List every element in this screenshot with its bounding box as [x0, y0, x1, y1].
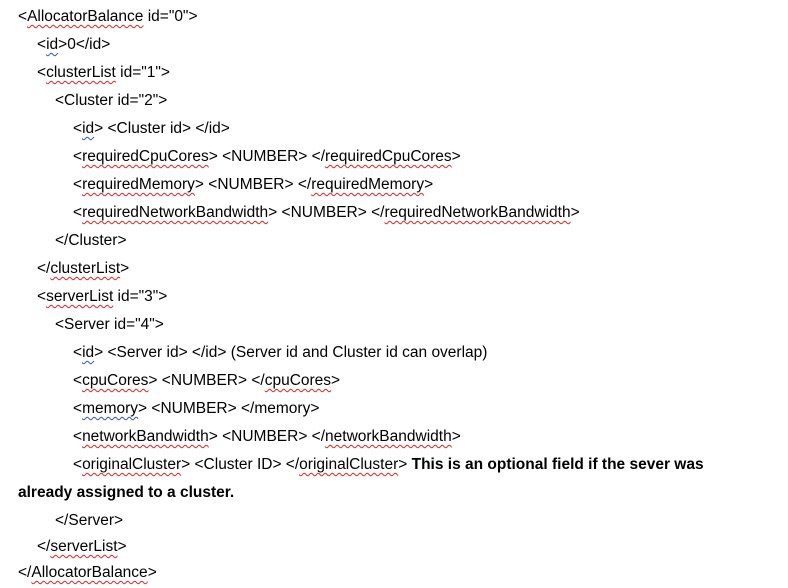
- xml-line-serverlist-close: </serverList>: [0, 536, 127, 558]
- text-span: > <NUMBER> </: [148, 372, 265, 389]
- text-span: <: [37, 36, 47, 53]
- text-span: <: [73, 372, 83, 389]
- text-span: >: [451, 428, 461, 445]
- xml-line-note-continuation: already assigned to a cluster.: [0, 482, 234, 504]
- text-span: > <NUMBER> </: [208, 428, 326, 445]
- text-span: id="3">: [113, 288, 168, 305]
- spellcheck-word: originalCluster: [82, 456, 182, 473]
- text-span: > <NUMBER> </: [194, 176, 312, 193]
- text-span: >0</id>: [58, 36, 111, 53]
- text-span: <: [73, 148, 83, 165]
- spellcheck-word: requiredCpuCores: [325, 148, 452, 165]
- xml-line-memory: <memory> <NUMBER> </memory>: [0, 398, 319, 420]
- spellcheck-word: cpuCores: [264, 372, 332, 389]
- xml-line-cluster-open: <Cluster id="2">: [0, 90, 167, 112]
- text-span: <: [73, 344, 83, 361]
- spellcheck-word: cpuCores: [82, 372, 149, 389]
- spellcheck-word: networkBandwidth: [325, 428, 452, 445]
- text-span: >: [331, 372, 341, 389]
- text-span: <: [73, 204, 83, 221]
- xml-line-serverlist-open: <serverList id="3">: [0, 286, 167, 308]
- spellcheck-word: clusterList: [50, 260, 121, 277]
- text-span: >: [570, 204, 580, 221]
- text-span: id="0">: [143, 8, 198, 25]
- spellcheck-word: AllocatorBalance: [27, 8, 144, 25]
- text-span: <: [73, 176, 83, 193]
- text-span: <: [37, 288, 47, 305]
- spellcheck-word: clusterList: [46, 64, 116, 81]
- text-span: >: [424, 176, 434, 193]
- spellcheck-word: requiredNetworkBandwidth: [384, 204, 571, 221]
- xml-line-server-close: </Server>: [0, 510, 123, 532]
- text-span: <Server id="4">: [55, 316, 164, 333]
- text-span: > <NUMBER> </memory>: [138, 400, 320, 417]
- text-span: <: [18, 8, 28, 25]
- grammarcheck-word: id: [46, 36, 59, 53]
- text-span: <: [73, 400, 83, 417]
- grammarcheck-word: memory: [82, 400, 139, 417]
- text-span: <: [73, 120, 83, 137]
- grammarcheck-word: id: [82, 120, 95, 137]
- spellcheck-word: requiredCpuCores: [82, 148, 209, 165]
- text-span: > <NUMBER> </: [208, 148, 326, 165]
- text-span: <: [37, 64, 47, 81]
- xml-line-clusterlist-close: </clusterList>: [0, 258, 129, 280]
- text-span: >: [147, 564, 157, 581]
- spellcheck-word: serverList: [46, 288, 114, 305]
- text-span: </: [37, 260, 51, 277]
- text-span: >: [451, 148, 461, 165]
- spellcheck-word: serverList: [50, 538, 118, 555]
- text-span: > <Cluster ID> </: [181, 456, 300, 473]
- optional-field-note-continued: already assigned to a cluster.: [18, 484, 235, 501]
- text-span: </: [18, 564, 32, 581]
- text-span: </Cluster>: [55, 232, 127, 249]
- xml-line-id: <id>0</id>: [0, 34, 110, 56]
- spellcheck-word: requiredMemory: [82, 176, 195, 193]
- text-span: </Server>: [55, 512, 124, 529]
- xml-line-server-id: <id> <Server id> </id> (Server id and Cl…: [0, 342, 487, 364]
- xml-line-cluster-id: <id> <Cluster id> </id>: [0, 118, 230, 140]
- spellcheck-word: networkBandwidth: [82, 428, 209, 445]
- xml-line-required-network-bandwidth: <requiredNetworkBandwidth> <NUMBER> </re…: [0, 202, 580, 224]
- xml-line-cpu-cores: <cpuCores> <NUMBER> </cpuCores>: [0, 370, 340, 392]
- xml-line-clusterlist-open: <clusterList id="1">: [0, 62, 170, 84]
- xml-line-cluster-close: </Cluster>: [0, 230, 127, 252]
- text-span: id="1">: [115, 64, 170, 81]
- spellcheck-word: AllocatorBalance: [31, 564, 148, 581]
- xml-line-network-bandwidth: <networkBandwidth> <NUMBER> </networkBan…: [0, 426, 461, 448]
- text-span: >: [398, 456, 412, 473]
- text-span: >: [120, 260, 130, 277]
- spellcheck-word: requiredMemory: [311, 176, 425, 193]
- xml-line-original-cluster: <originalCluster> <Cluster ID> </origina…: [0, 454, 704, 476]
- grammarcheck-word: id: [82, 344, 95, 361]
- text-span: > <Server id> </id> (Server id and Clust…: [94, 344, 488, 361]
- text-span: > <Cluster id> </id>: [94, 120, 230, 137]
- xml-line-required-cpu-cores: <requiredCpuCores> <NUMBER> </requiredCp…: [0, 146, 461, 168]
- spellcheck-word: originalCluster: [299, 456, 399, 473]
- xml-line-server-open: <Server id="4">: [0, 314, 164, 336]
- text-span: </: [37, 538, 51, 555]
- xml-line-allocatorbalance-close: </AllocatorBalance>: [0, 562, 157, 584]
- text-span: > <NUMBER> </: [268, 204, 385, 221]
- xml-line-allocatorbalance-open: <AllocatorBalance id="0">: [0, 6, 198, 28]
- text-span: <: [73, 456, 83, 473]
- text-span: <: [73, 428, 83, 445]
- text-span: >: [117, 538, 127, 555]
- spellcheck-word: requiredNetworkBandwidth: [82, 204, 269, 221]
- xml-line-required-memory: <requiredMemory> <NUMBER> </requiredMemo…: [0, 174, 433, 196]
- text-span: <Cluster id="2">: [55, 92, 168, 109]
- optional-field-note: This is an optional field if the sever w…: [411, 456, 704, 473]
